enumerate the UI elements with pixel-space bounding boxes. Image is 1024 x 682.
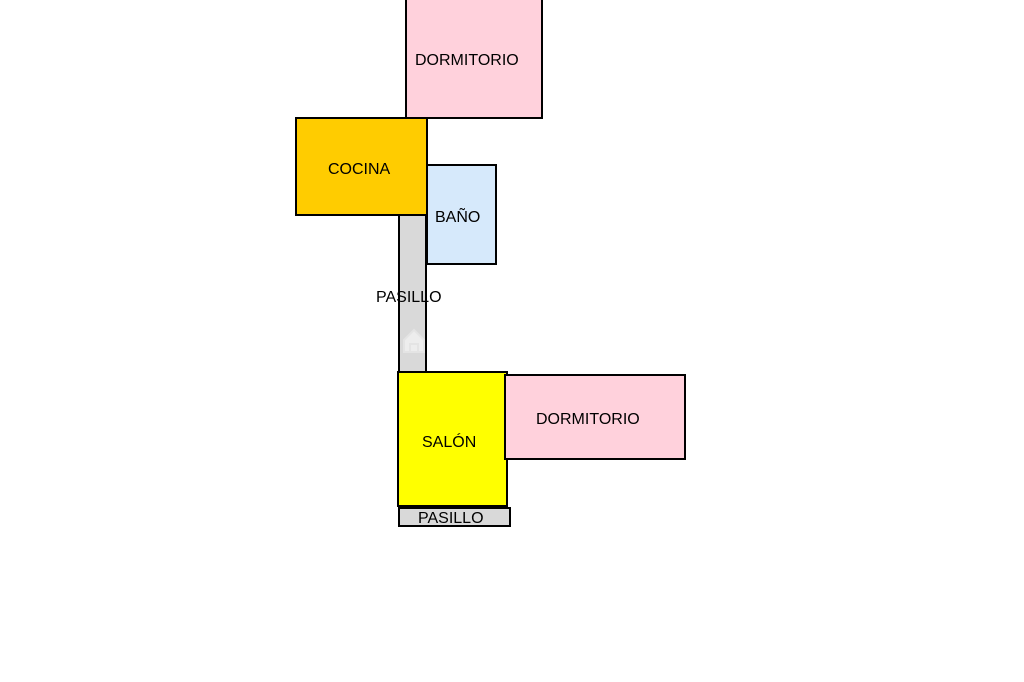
room-label-pasillo-vertical: PASILLO	[376, 289, 442, 306]
room-cocina	[295, 117, 428, 216]
room-label-salon: SALÓN	[422, 434, 477, 451]
room-label-dormitorio-right: DORMITORIO	[536, 411, 640, 428]
room-label-pasillo-bottom: PASILLO	[418, 511, 484, 524]
room-label-cocina: COCINA	[328, 161, 391, 178]
room-salon	[397, 371, 508, 507]
room-dormitorio-right	[504, 374, 686, 460]
room-label-dormitorio-top: DORMITORIO	[415, 52, 519, 69]
room-dormitorio-top	[405, 0, 543, 119]
room-label-bano: BAÑO	[435, 209, 481, 226]
room-pasillo-bottom	[398, 507, 511, 527]
watermark-icon	[403, 328, 425, 353]
room-bano	[426, 164, 497, 265]
